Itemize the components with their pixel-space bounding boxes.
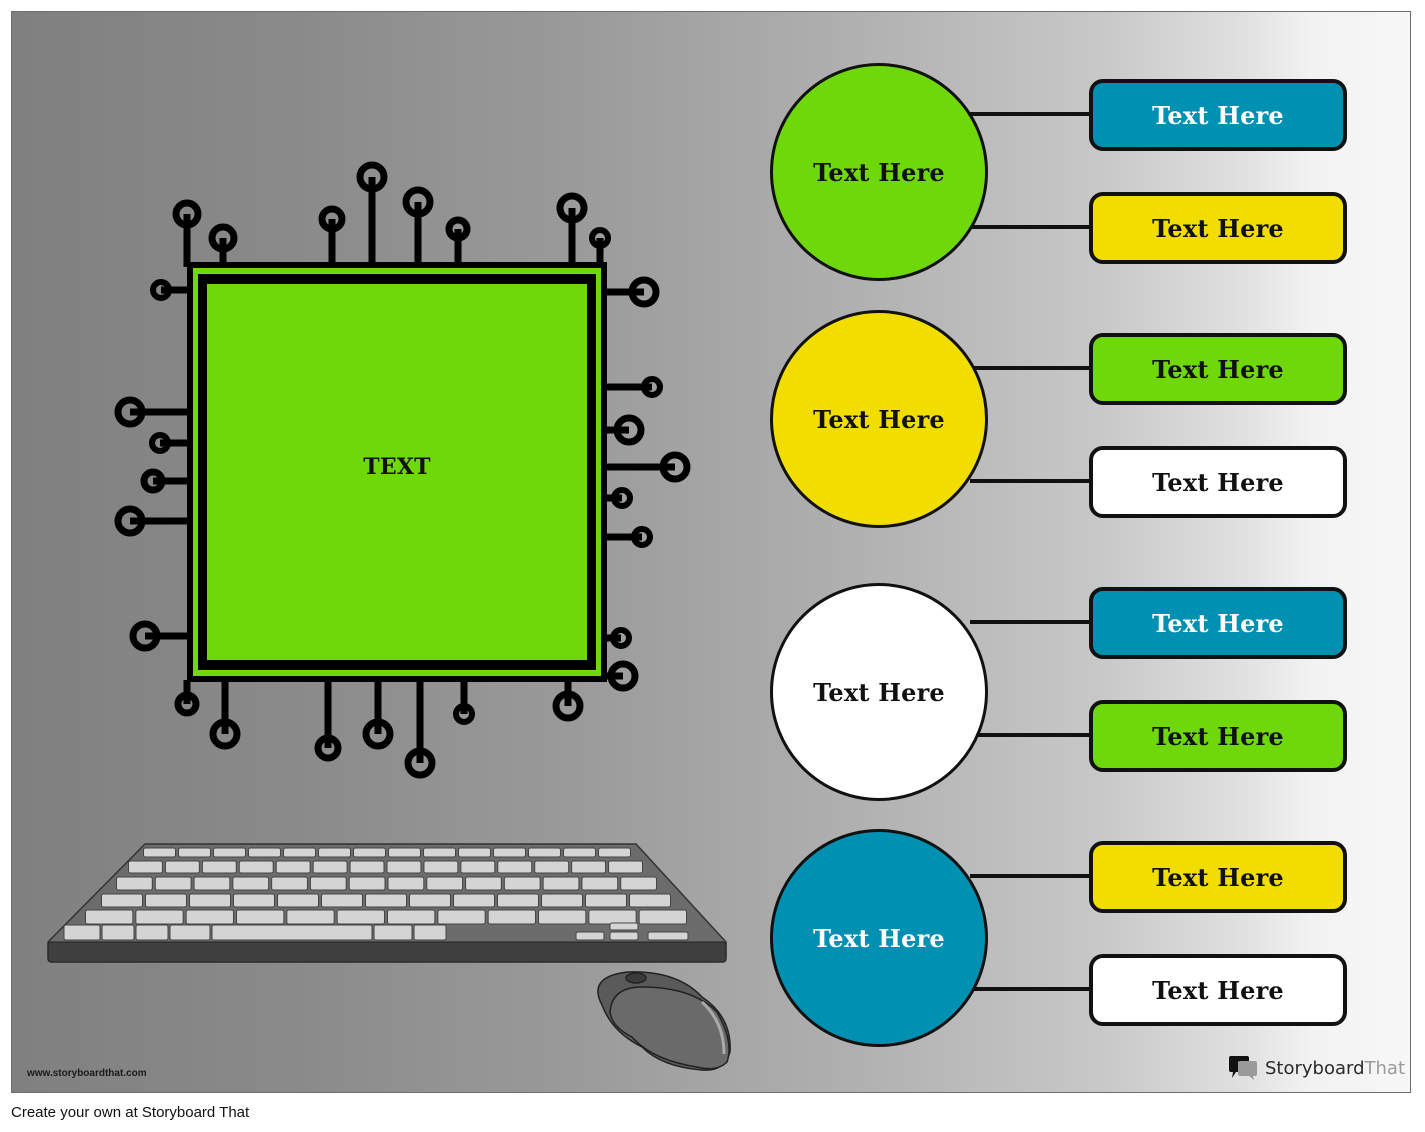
brand-dark: Storyboard [1265,1057,1365,1079]
detail-box-label: Text Here [1152,100,1284,130]
watermark-url: www.storyboardthat.com [27,1068,147,1079]
detail-box-label: Text Here [1152,721,1284,751]
detail-box-label: Text Here [1152,354,1284,384]
connector-line [970,479,1091,483]
detail-box-label: Text Here [1152,862,1284,892]
connector-line [970,366,1091,370]
brand-light: That [1364,1057,1406,1079]
connector-line [970,733,1091,737]
concept-circle-label: Text Here [813,923,945,953]
concept-circle[interactable]: Text Here [770,583,988,801]
concept-circle-label: Text Here [813,157,945,187]
connector-line [970,225,1091,229]
connector-line [970,112,1091,116]
concept-circle[interactable]: Text Here [770,829,988,1047]
concept-circle[interactable]: Text Here [770,63,988,281]
detail-box[interactable]: Text Here [1089,700,1347,772]
footer-link[interactable]: Create your own at Storyboard That [11,1104,250,1121]
connector-line [970,874,1091,878]
detail-box[interactable]: Text Here [1089,841,1347,913]
detail-box[interactable]: Text Here [1089,587,1347,659]
detail-box[interactable]: Text Here [1089,192,1347,264]
detail-box[interactable]: Text Here [1089,954,1347,1026]
concept-circle-label: Text Here [813,677,945,707]
detail-box[interactable]: Text Here [1089,79,1347,151]
detail-box-label: Text Here [1152,608,1284,638]
chip-pins [114,161,691,779]
circuit-chip-illustration [114,161,691,779]
detail-box-label: Text Here [1152,213,1284,243]
detail-box[interactable]: Text Here [1089,333,1347,405]
detail-box-label: Text Here [1152,467,1284,497]
concept-circle-label: Text Here [813,404,945,434]
detail-box[interactable]: Text Here [1089,446,1347,518]
concept-circle[interactable]: Text Here [770,310,988,528]
connector-line [970,987,1091,991]
storyboardthat-logo: StoryboardThat [1227,1055,1405,1081]
speech-bubbles-icon [1229,1056,1257,1080]
detail-box-label: Text Here [1152,975,1284,1005]
connector-line [970,620,1091,624]
chip-body [187,262,607,682]
